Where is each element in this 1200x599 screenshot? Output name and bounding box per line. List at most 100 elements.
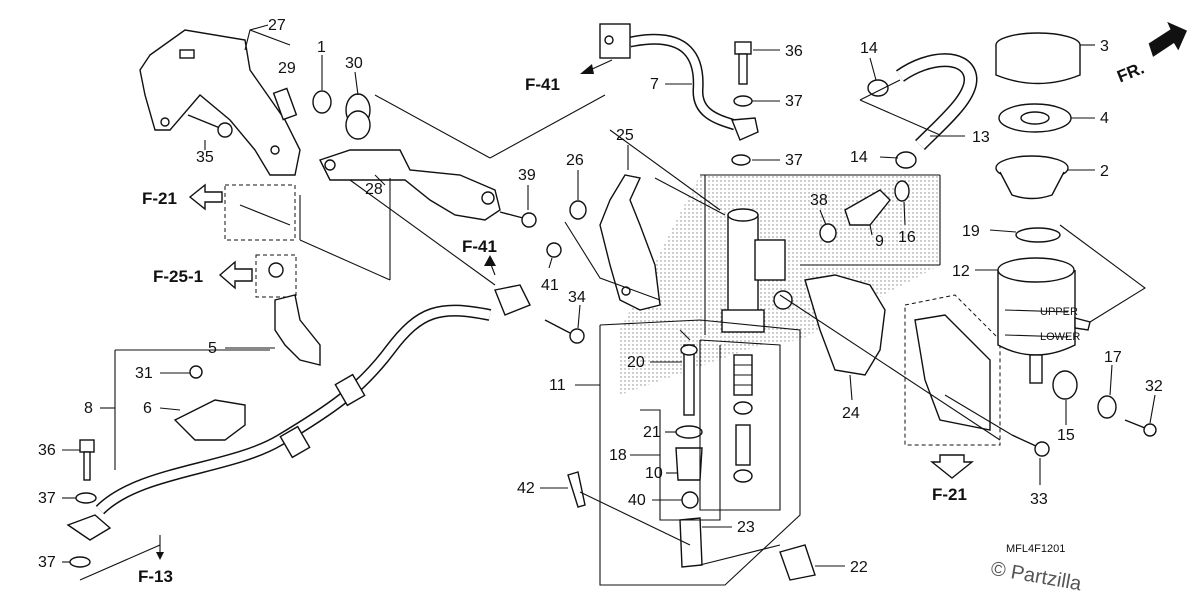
part-36-bolt-lower — [79, 439, 95, 481]
part-16-o-ring — [894, 180, 910, 202]
callout-40: 40 — [628, 492, 646, 509]
front-direction-arrow — [1148, 21, 1188, 57]
callout-13: 13 — [972, 129, 990, 146]
part-20-push-rod — [680, 344, 698, 416]
leader-lines — [62, 24, 1156, 586]
part-30-grommet — [345, 93, 371, 140]
callout-18: 18 — [609, 447, 627, 464]
callout-42: 42 — [517, 480, 535, 497]
reservoir-upper-mark: UPPER — [1040, 306, 1078, 318]
callout-3: 3 — [1100, 38, 1109, 55]
callout-23: 23 — [737, 519, 755, 536]
callout-37-lower-a: 37 — [38, 490, 56, 507]
callout-20: 20 — [627, 354, 645, 371]
hose-end-fitting — [66, 514, 112, 541]
callout-6: 6 — [143, 400, 152, 417]
callout-35: 35 — [196, 149, 214, 166]
ref-f13: F-13 — [138, 567, 173, 586]
callout-41: 41 — [541, 277, 559, 294]
callout-10: 10 — [645, 465, 663, 482]
callout-14-upper: 14 — [860, 40, 878, 57]
part-42-pin — [567, 471, 586, 508]
part-1-collar — [312, 90, 332, 114]
part-22-clip — [779, 544, 816, 581]
callout-37-upper-b: 37 — [785, 152, 803, 169]
direction-arrows — [156, 21, 1188, 560]
part-39-bolt — [499, 211, 537, 228]
callout-30: 30 — [345, 55, 363, 72]
rear-master-cylinder — [721, 208, 793, 333]
callout-9: 9 — [875, 233, 884, 250]
part-40-nut — [681, 491, 699, 509]
part-37-washer-b — [75, 492, 97, 504]
callout-27: 27 — [268, 17, 286, 34]
callout-28: 28 — [365, 181, 383, 198]
callout-39: 39 — [518, 167, 536, 184]
part-21-ring — [675, 425, 703, 439]
callout-14-lower: 14 — [850, 149, 868, 166]
part-2-diaphragm — [995, 155, 1069, 200]
callout-37-lower-b: 37 — [38, 554, 56, 571]
part-38-washer — [819, 223, 837, 243]
part-5-clamp — [274, 294, 321, 366]
reservoir-lower-mark: LOWER — [1040, 331, 1080, 343]
part-36-bolt-upper — [734, 41, 752, 85]
callout-1: 1 — [317, 39, 326, 56]
part-6-clamp — [173, 399, 246, 441]
callout-32: 32 — [1145, 378, 1163, 395]
part-17-collar — [1097, 395, 1117, 419]
part-37-washer-c — [69, 556, 91, 568]
bracket-part-27 — [139, 29, 301, 176]
part-14-clip-lower — [895, 151, 917, 169]
ref-f41-mid: F-41 — [462, 237, 497, 256]
hose-fitting — [494, 284, 531, 316]
callout-15: 15 — [1057, 427, 1075, 444]
callout-21: 21 — [643, 424, 661, 441]
part-33-bolt — [1011, 434, 1050, 457]
callout-19: 19 — [962, 223, 980, 240]
part-32-bolt — [1124, 419, 1157, 437]
ref-f25-1: F-25-1 — [153, 267, 203, 286]
callout-5: 5 — [208, 340, 217, 357]
callout-7: 7 — [650, 76, 659, 93]
callout-12: 12 — [952, 263, 970, 280]
spring-kit — [733, 354, 753, 483]
ref-f41-top: F-41 — [525, 75, 560, 94]
part-26-collar — [569, 200, 587, 220]
callout-numbers: 27 1 30 29 35 28 5 31 8 6 36 37 37 7 36 … — [38, 17, 1163, 576]
callout-38: 38 — [810, 192, 828, 209]
part-25-bracket — [599, 174, 661, 311]
part-7-hose — [628, 33, 737, 131]
part-37-washer-d — [731, 154, 751, 166]
ghost-bracket-f21 — [904, 294, 1001, 446]
callout-26: 26 — [566, 152, 584, 169]
callout-25: 25 — [616, 127, 634, 144]
part-23-clevis — [679, 517, 703, 568]
diagram-code: MFL4F1201 — [1006, 543, 1065, 555]
banjo-fitting — [730, 117, 759, 141]
callout-34: 34 — [568, 289, 586, 306]
part-41-nut — [546, 242, 562, 258]
callout-29: 29 — [278, 60, 296, 77]
callout-4: 4 — [1100, 110, 1109, 127]
callout-22: 22 — [850, 559, 868, 576]
part-37-washer-a — [733, 95, 753, 107]
callout-2: 2 — [1100, 163, 1109, 180]
ghost-screw-f25 — [255, 254, 297, 298]
callout-8: 8 — [84, 400, 93, 417]
part-35-bolt — [187, 114, 233, 138]
part-19-plate — [1015, 227, 1061, 243]
part-4-plate — [998, 103, 1072, 133]
part-28-stay — [319, 149, 501, 221]
part-9-joint — [844, 189, 891, 226]
part-12-reservoir — [997, 257, 1091, 384]
part-3-cap — [995, 32, 1081, 85]
part-10-boot — [675, 447, 703, 481]
callout-17: 17 — [1104, 349, 1122, 366]
callout-31: 31 — [135, 365, 153, 382]
part-34-bolt — [544, 319, 585, 344]
front-direction-label: FR. — [1114, 58, 1147, 86]
watermark: © Partzilla — [989, 558, 1084, 596]
callout-37-upper-a: 37 — [785, 93, 803, 110]
ghost-bolt-f21 — [224, 184, 296, 241]
